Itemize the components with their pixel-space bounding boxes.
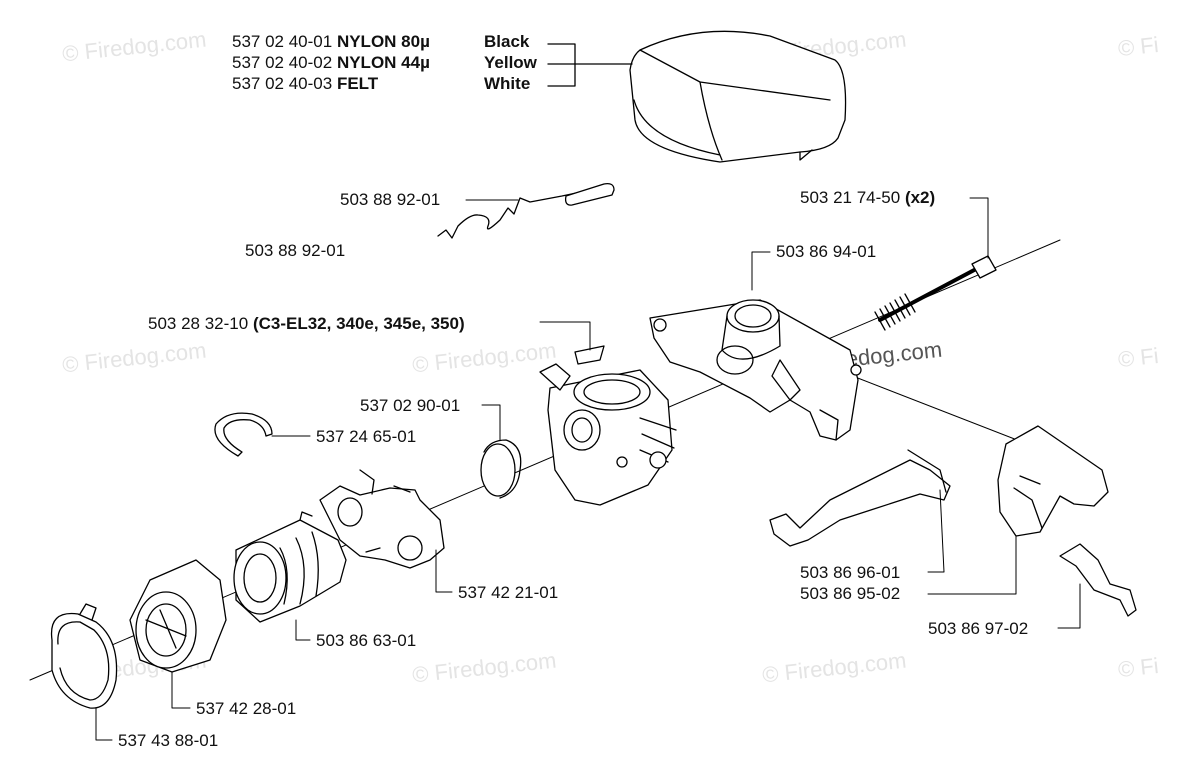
circlip-icon — [214, 412, 273, 457]
color-label: Yellow — [484, 53, 537, 72]
intake-boot-icon — [233, 511, 347, 623]
material: NYLON 80µ — [336, 32, 430, 51]
label-inlet: 537 42 28-01 — [196, 699, 297, 718]
part-number: 537 02 40-03 — [232, 74, 333, 93]
label-circlip: 537 24 65-01 — [316, 427, 417, 446]
adapter-ring-icon — [480, 439, 522, 499]
carburetor-icon — [539, 345, 677, 506]
label-boot: 503 86 63-01 — [316, 631, 417, 650]
spring-clip-icon — [1059, 543, 1137, 617]
label-ring: 537 02 90-01 — [360, 396, 461, 415]
trigger-icon — [997, 425, 1109, 537]
hose-clamp-icon — [50, 603, 118, 709]
label-trigger: 503 86 95-02 — [800, 584, 901, 603]
bolt-icon — [874, 255, 997, 331]
filter-option-nylon44: 537 02 40-02 NYLON 44µ — [232, 53, 430, 73]
label-rod-a: 503 88 92-01 — [340, 190, 441, 209]
label-bolt: 503 21 74-50 (x2) — [800, 188, 936, 207]
part-number: 537 02 40-02 — [232, 53, 333, 72]
material: NYLON 44µ — [336, 53, 430, 72]
intake-inlet-icon — [129, 559, 227, 673]
label-link: 503 86 96-01 — [800, 563, 901, 582]
material: FELT — [336, 74, 379, 93]
label-flange: 537 42 21-01 — [458, 583, 559, 602]
choke-rod-icon — [437, 182, 615, 239]
throttle-link-icon — [769, 449, 951, 547]
part-number: 537 02 40-01 — [232, 32, 333, 51]
carburetor-holder-icon — [649, 299, 862, 441]
air-filter-icon — [629, 30, 847, 163]
label-carburetor: 503 28 32-10 (C3-EL32, 340e, 345e, 350) — [148, 314, 465, 333]
filter-option-nylon80: 537 02 40-01 NYLON 80µ — [232, 32, 430, 52]
label-spring: 503 86 97-02 — [928, 619, 1029, 638]
color-label: White — [484, 74, 531, 93]
label-clamp: 537 43 88-01 — [118, 731, 219, 750]
filter-option-felt: 537 02 40-03 FELT — [232, 74, 378, 94]
label-holder: 503 86 94-01 — [776, 242, 877, 261]
label-rod-b: 503 88 92-01 — [245, 241, 346, 260]
intake-flange-icon — [319, 469, 445, 569]
color-label: Black — [484, 32, 530, 51]
